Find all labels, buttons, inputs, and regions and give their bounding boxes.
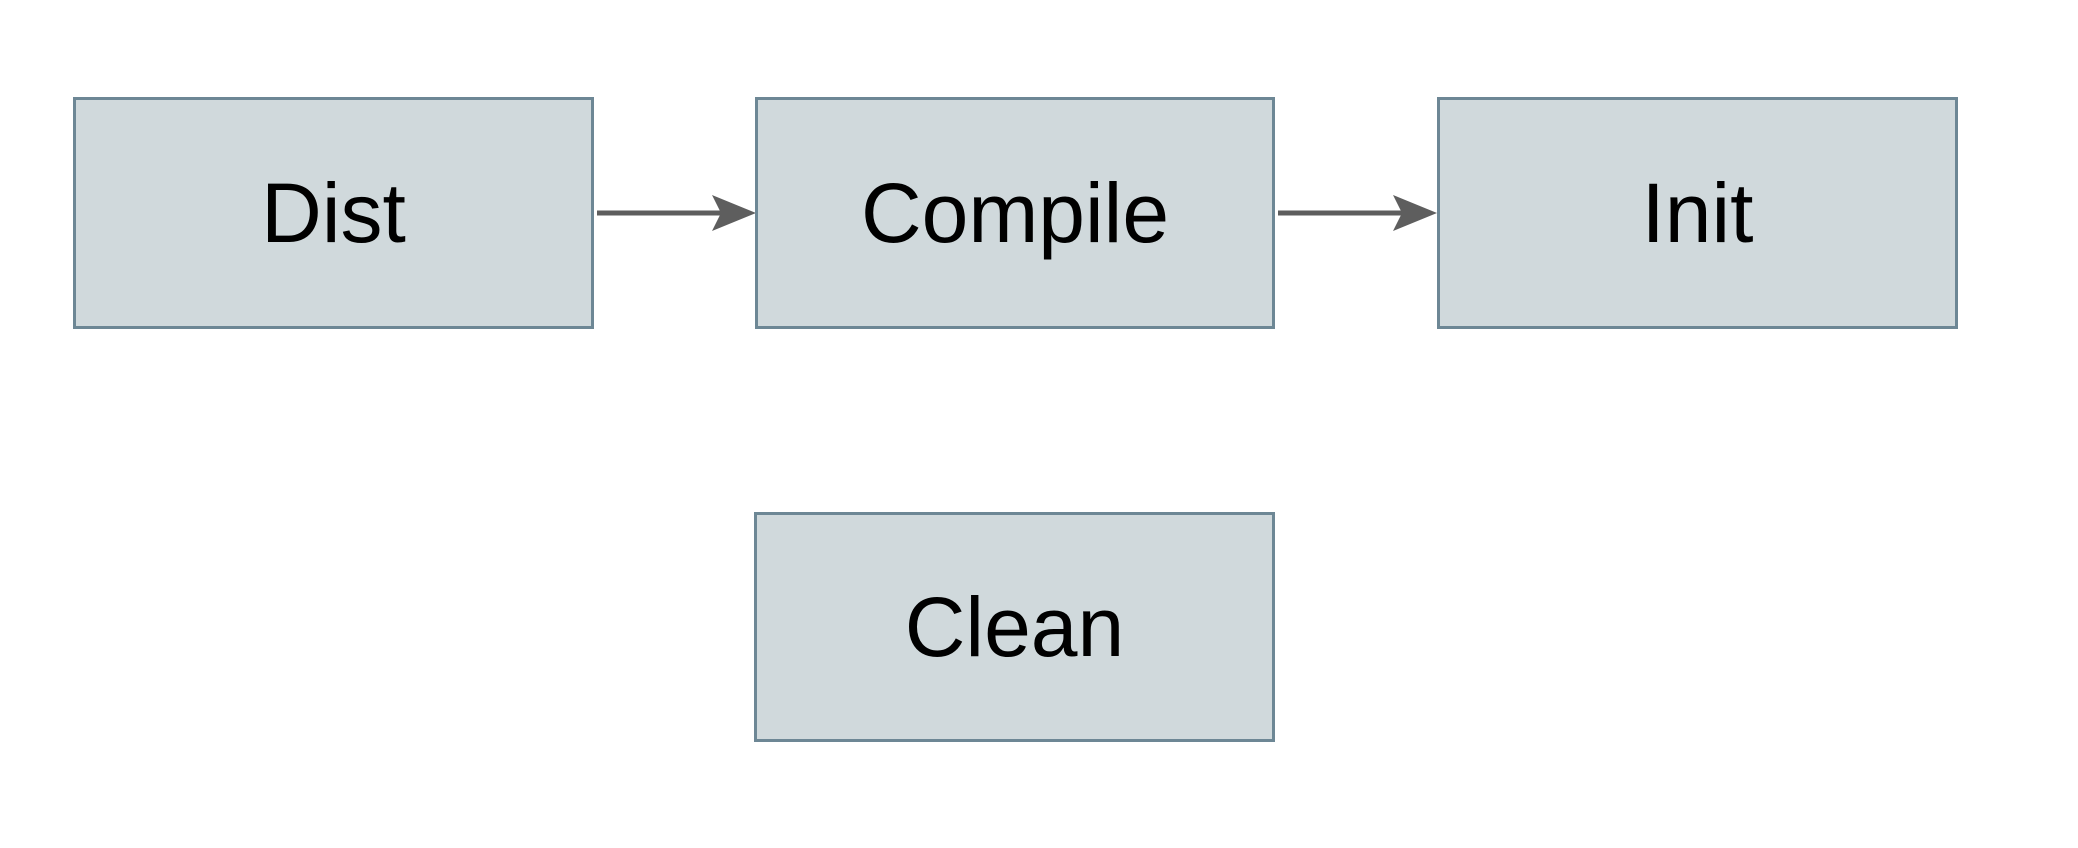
node-init-label: Init	[1641, 166, 1754, 260]
arrow-compile-to-init	[1278, 195, 1437, 231]
node-init: Init	[1437, 97, 1958, 329]
node-dist-label: Dist	[261, 166, 406, 260]
node-clean-label: Clean	[904, 580, 1125, 674]
node-compile: Compile	[755, 97, 1275, 329]
node-compile-label: Compile	[860, 166, 1170, 260]
node-dist: Dist	[73, 97, 594, 329]
node-clean: Clean	[754, 512, 1275, 742]
arrow-dist-to-compile	[597, 195, 756, 231]
